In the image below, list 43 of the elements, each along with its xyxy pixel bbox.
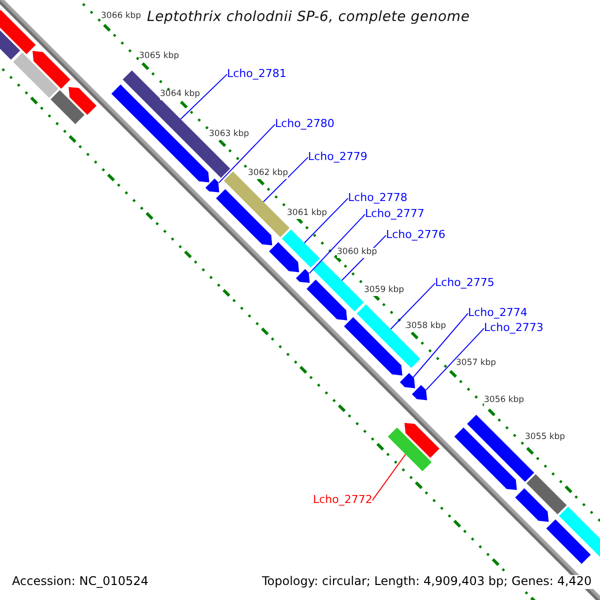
tick-label: 3065 kbp [139, 52, 180, 62]
title: Leptothrix cholodnii SP-6, complete genome [147, 9, 470, 26]
info-text: Accession: NC_010524 [10, 575, 150, 589]
gene-label: Lcho_2774 [468, 307, 528, 320]
gene-feature [306, 260, 364, 320]
tick-label: 3064 kbp [160, 90, 200, 100]
gene-feature [546, 506, 600, 564]
tick-label: 3055 kbp [525, 433, 566, 443]
tick-label: 3062 kbp [248, 169, 288, 179]
gene-label: Lcho_2778 [348, 192, 408, 205]
gene-feature [412, 385, 428, 400]
leader-line [426, 328, 484, 390]
leader-line [180, 74, 228, 120]
gene-feature [388, 422, 440, 472]
leader-line [218, 124, 276, 184]
leader-line [390, 282, 436, 330]
gene-label: Lcho_2775 [435, 277, 494, 290]
leader-line [412, 312, 468, 378]
leader-line [372, 454, 406, 501]
tick-label: 3059 kbp [364, 286, 404, 296]
tick-label: 3060 kbp [337, 248, 378, 258]
gene-label: Lcho_2773 [484, 322, 544, 335]
tick-label: 3061 kbp [287, 209, 328, 219]
gene-feature [400, 373, 416, 388]
gene-label: Lcho_2777 [365, 208, 424, 221]
gene-label: Lcho_2779 [308, 151, 368, 164]
tick-label: 3066 kbp [101, 12, 142, 22]
tick-label: 3058 kbp [406, 322, 446, 332]
gene-feature [50, 86, 97, 124]
gene-feature [269, 229, 320, 272]
gene-feature [13, 50, 70, 98]
gene-feature [0, 9, 36, 60]
tick-label: 3056 kbp [484, 396, 524, 406]
tick-label: 3057 kbp [456, 359, 496, 369]
leader-line [308, 214, 366, 274]
gene-label: Lcho_2780 [275, 118, 334, 131]
gene-label: Lcho_2776 [386, 229, 446, 242]
gene-feature [515, 474, 567, 522]
leader-line [304, 198, 348, 244]
gene-label: Lcho_2772 [313, 494, 372, 507]
gene-label: Lcho_2781 [227, 68, 286, 81]
info-text: Topology: circular; Length: 4,909,403 bp; Genes: 4,420 [260, 575, 594, 589]
tick-label: 3063 kbp [209, 130, 250, 140]
